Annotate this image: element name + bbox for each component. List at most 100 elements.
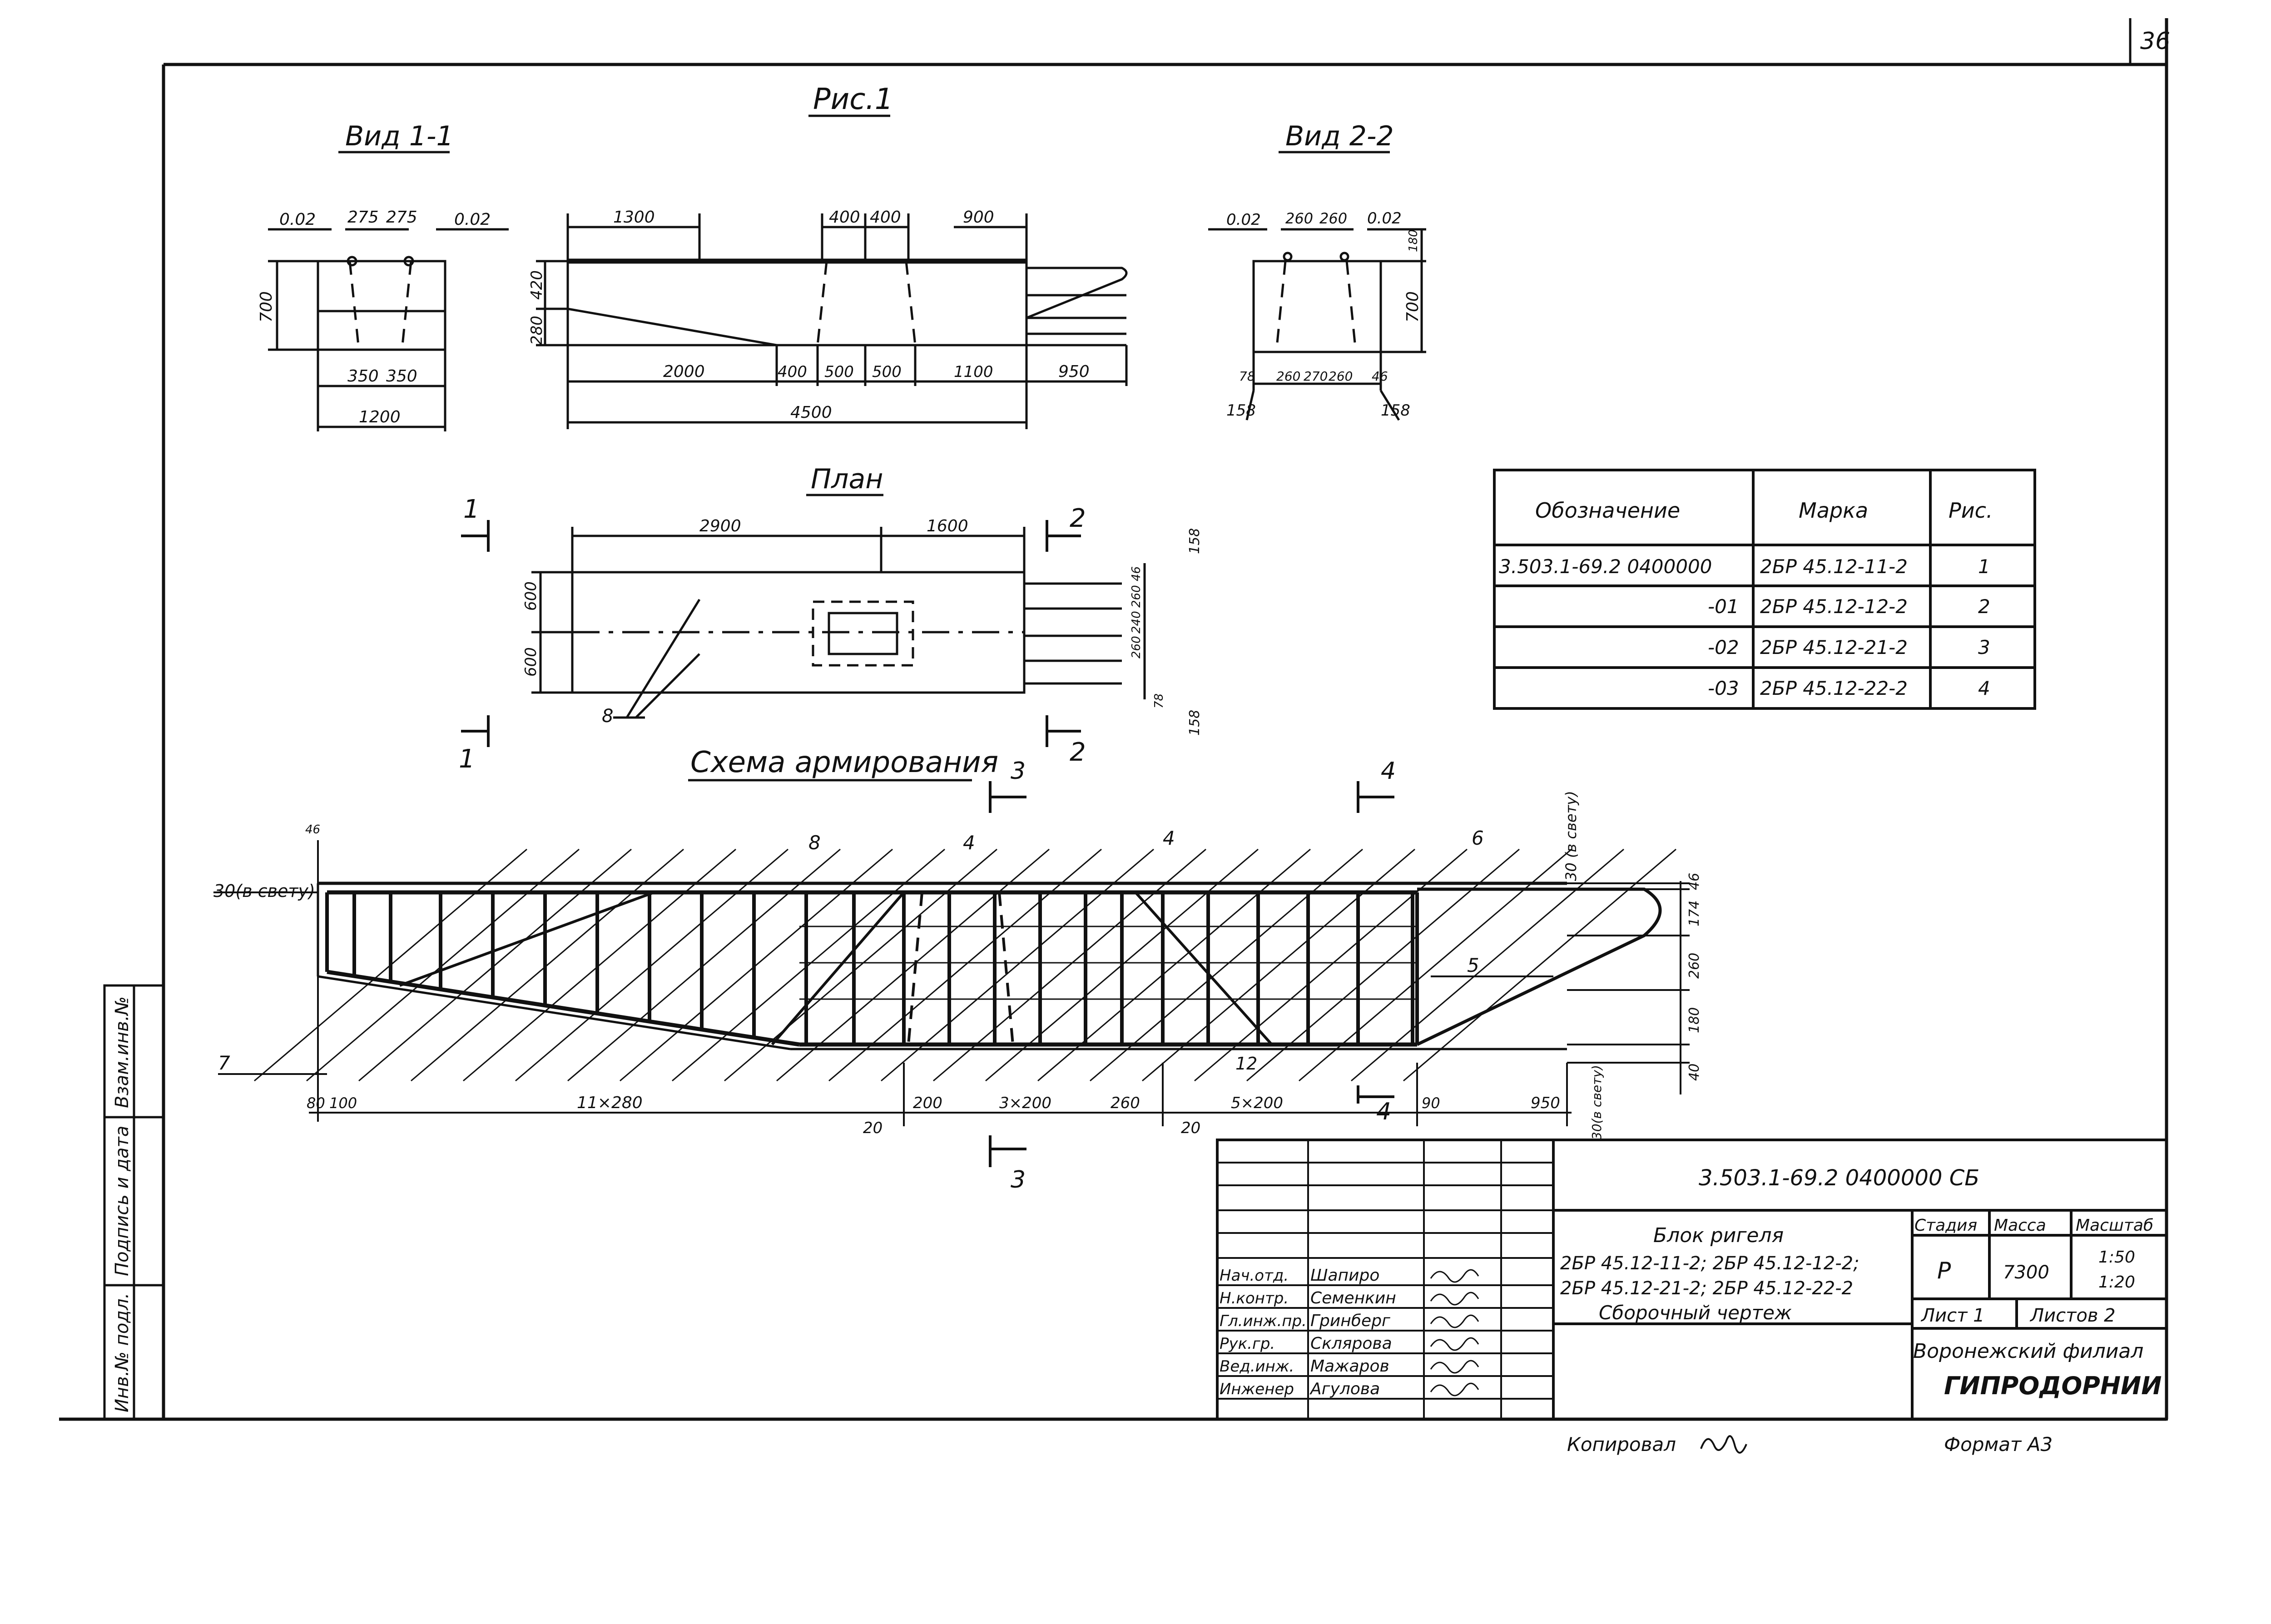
- side-stamp-inv: Инв.№ подл.: [112, 1293, 133, 1412]
- reinf-title: Схема армирования: [690, 746, 998, 779]
- dim-b20a: 20: [863, 1119, 883, 1137]
- plan-d1600: 1600: [927, 517, 968, 535]
- hatch-line: [1403, 848, 1676, 1082]
- doc-code: 3.503.1-69.2 0400000 СБ: [1699, 1165, 1979, 1191]
- v22-height: 700: [1403, 291, 1422, 322]
- spec-r3c0: -03: [1708, 677, 1739, 699]
- dim-b20b: 20: [1181, 1119, 1200, 1137]
- hatch-line: [306, 848, 580, 1082]
- plan-s2-top: 2: [1070, 504, 1086, 533]
- v22-top-a: 260: [1285, 210, 1313, 227]
- hatch-line: [1037, 848, 1311, 1082]
- hatch-line: [985, 848, 1259, 1082]
- copier-signature: [1700, 1435, 1747, 1454]
- person-role: Нач.отд.: [1220, 1267, 1289, 1285]
- figure-title: Рис.1: [813, 83, 893, 116]
- footer-format: Формат А3: [1944, 1433, 2053, 1456]
- hatch-line: [1299, 848, 1572, 1082]
- spec-table: Обозначение Марка Рис. 3.503.1-69.2 0400…: [1493, 469, 2036, 710]
- hatch-line: [411, 848, 684, 1082]
- spec-r0c0: 3.503.1-69.2 0400000: [1499, 555, 1712, 578]
- view-2-2-title: Вид 2-2: [1285, 120, 1394, 152]
- mark-4b: 4: [1163, 827, 1175, 849]
- spec-h1: Марка: [1799, 498, 1868, 523]
- el-d2000: 2000: [663, 362, 705, 381]
- v22-slope-l: 0.02: [1226, 211, 1261, 229]
- hatch-line: [620, 848, 893, 1082]
- dim-r180: 180: [1686, 1007, 1702, 1033]
- v22-b260a: 260: [1276, 369, 1300, 384]
- mass-header: Масса: [1994, 1216, 2046, 1235]
- v11-height: 700: [257, 291, 276, 322]
- dim-top-cover-right: 30 (в свету): [1562, 791, 1580, 881]
- person-role: Вед.инж.: [1220, 1357, 1294, 1376]
- mark-5: 5: [1467, 954, 1479, 976]
- spec-r2c2: 3: [1978, 636, 1990, 659]
- hatch-line: [724, 848, 997, 1082]
- reinf-s4-top: 4: [1381, 758, 1396, 785]
- plan-s2-bot: 2: [1070, 738, 1086, 767]
- dim-b80: 80: [307, 1094, 325, 1112]
- plan-r240: 240: [1130, 611, 1143, 634]
- dim-top-cover: 30(в свету): [213, 881, 315, 901]
- el-d400c: 400: [778, 363, 807, 381]
- el-h280: 280: [528, 316, 546, 345]
- hatch-line: [515, 848, 788, 1082]
- v22-b158a: 158: [1226, 401, 1256, 420]
- dim-b5: 5×200: [1231, 1094, 1283, 1112]
- person-name: Шапиро: [1310, 1266, 1379, 1285]
- mark-6: 6: [1472, 827, 1484, 849]
- plan-r46: 46: [1130, 566, 1143, 581]
- person-name: Гринберг: [1310, 1312, 1391, 1330]
- hatch-line: [1090, 848, 1363, 1082]
- sheet-number: 36: [2140, 28, 2170, 55]
- title-block: [1216, 1139, 2168, 1421]
- sheets-label: Листов 2: [2029, 1305, 2116, 1326]
- org-name-1: Воронежский филиал: [1913, 1340, 2143, 1363]
- hatch-line: [358, 848, 632, 1082]
- spec-r1c1: 2БР 45.12-12-2: [1760, 595, 1908, 618]
- dim-b3: 3×200: [999, 1094, 1051, 1112]
- el-d900: 900: [963, 208, 994, 227]
- plan-h600a: 600: [522, 581, 540, 611]
- el-d950: 950: [1058, 362, 1090, 381]
- hatch-line: [776, 848, 1050, 1082]
- view-1-1: Вид 1-1 0.02 275 275 0.02 700 350 350 12…: [257, 120, 509, 431]
- dim-b30: 30(в свету): [1589, 1065, 1604, 1140]
- spec-r3c2: 4: [1978, 677, 1990, 699]
- side-stamp-sign: Подпись и дата: [112, 1126, 133, 1276]
- el-d400a: 400: [829, 208, 860, 227]
- person-name: Мажаров: [1310, 1357, 1389, 1376]
- dim-b200: 200: [913, 1094, 942, 1112]
- mark-4a: 4: [963, 832, 975, 854]
- signature: [1430, 1360, 1479, 1374]
- hatch-line: [567, 848, 841, 1082]
- sheet-label: Лист 1: [1920, 1305, 1985, 1326]
- hatch-line: [881, 848, 1154, 1082]
- scale-value-1: 1:50: [2098, 1248, 2135, 1267]
- scale-value-2: 1:20: [2098, 1273, 2135, 1292]
- el-total: 4500: [790, 403, 832, 422]
- hatch-line: [254, 848, 527, 1082]
- person-name: Склярова: [1310, 1334, 1392, 1353]
- spec-r3c1: 2БР 45.12-22-2: [1760, 677, 1908, 699]
- signature: [1430, 1382, 1479, 1396]
- dim-r46: 46: [1686, 873, 1702, 890]
- hatch-line: [1246, 848, 1520, 1082]
- spec-h2: Рис.: [1949, 498, 1993, 523]
- signature: [1430, 1337, 1479, 1351]
- dim-b260: 260: [1111, 1094, 1140, 1112]
- dim-r260: 260: [1686, 953, 1702, 979]
- v11-slope-l: 0.02: [279, 210, 316, 229]
- doc-title-3: 2БР 45.12-21-2; 2БР 45.12-22-2: [1560, 1278, 1853, 1299]
- person-name: Агулова: [1309, 1380, 1380, 1398]
- signature: [1430, 1269, 1479, 1283]
- dim-r174: 174: [1686, 901, 1702, 926]
- mark-7: 7: [218, 1052, 230, 1074]
- plan-r260b: 260: [1130, 636, 1143, 659]
- v22-top-b: 260: [1319, 210, 1347, 227]
- dim-small-left: 46: [305, 823, 320, 837]
- person-name: Семенкин: [1310, 1289, 1396, 1307]
- mark-12: 12: [1235, 1054, 1257, 1074]
